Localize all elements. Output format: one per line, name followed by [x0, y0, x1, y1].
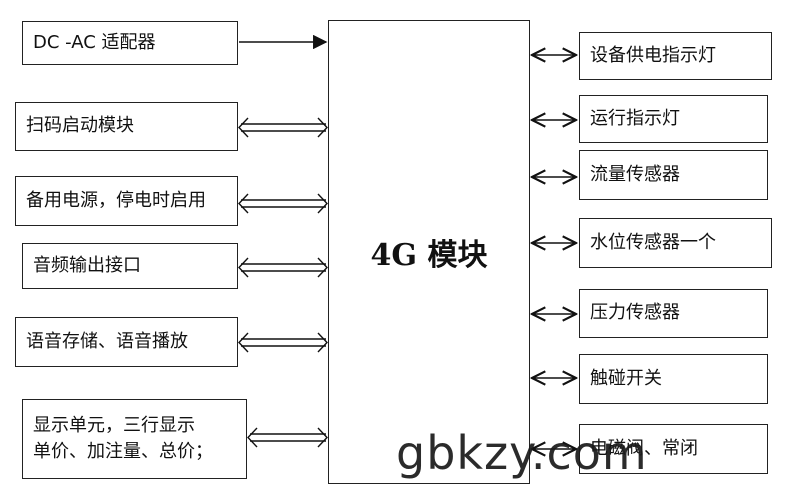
module-power-indicator: 设备供电指示灯 — [579, 32, 772, 80]
module-label: 水位传感器一个 — [590, 231, 716, 253]
module-label: 运行指示灯 — [590, 107, 680, 129]
module-flow-sensor: 流量传感器 — [579, 150, 768, 200]
module-label: 设备供电指示灯 — [590, 44, 716, 66]
module-label: 触碰开关 — [590, 367, 662, 389]
module-dc-ac-adapter: DC -AC 适配器 — [22, 21, 238, 65]
arrow-backup-power-bidirectional — [241, 199, 326, 208]
module-level-sensor: 水位传感器一个 — [579, 218, 772, 268]
arrow-audio-bidirectional — [241, 263, 326, 272]
module-label: 压力传感器 — [590, 302, 680, 324]
module-label: 语音存储、语音播放 — [26, 330, 188, 352]
module-label: DC -AC 适配器 — [33, 31, 156, 53]
module-touch-switch: 触碰开关 — [579, 354, 768, 404]
module-label-line-1: 显示单元，三行显示 — [33, 414, 195, 436]
arrow-scan-bidirectional — [241, 123, 326, 132]
module-label: 备用电源，停电时启用 — [26, 189, 206, 211]
module-display-unit: 显示单元，三行显示 单价、加注量、总价； — [22, 399, 247, 479]
module-backup-power: 备用电源，停电时启用 — [15, 176, 238, 226]
module-solenoid-valve: 电磁阀、常闭 — [579, 424, 768, 474]
watermark: gbkzy.com — [396, 426, 648, 480]
double-arrow-heads — [238, 117, 328, 448]
module-scan-start: 扫码启动模块 — [15, 102, 238, 151]
module-audio-output: 音频输出接口 — [22, 243, 238, 289]
module-label: 电磁阀、常闭 — [590, 437, 698, 459]
module-label: 扫码启动模块 — [26, 115, 134, 137]
module-label-line-2: 单价、加注量、总价； — [33, 441, 213, 462]
module-label: 流量传感器 — [590, 163, 680, 185]
arrow-display-bidirectional — [250, 433, 326, 442]
module-run-indicator: 运行指示灯 — [579, 95, 768, 143]
module-voice-storage: 语音存储、语音播放 — [15, 317, 238, 367]
module-label: 音频输出接口 — [33, 254, 141, 276]
center-label: 4G 模块 — [370, 238, 488, 273]
module-pressure-sensor: 压力传感器 — [579, 289, 768, 338]
module-4g-center: 4G 模块 — [328, 20, 530, 484]
arrow-voice-bidirectional — [241, 338, 326, 347]
